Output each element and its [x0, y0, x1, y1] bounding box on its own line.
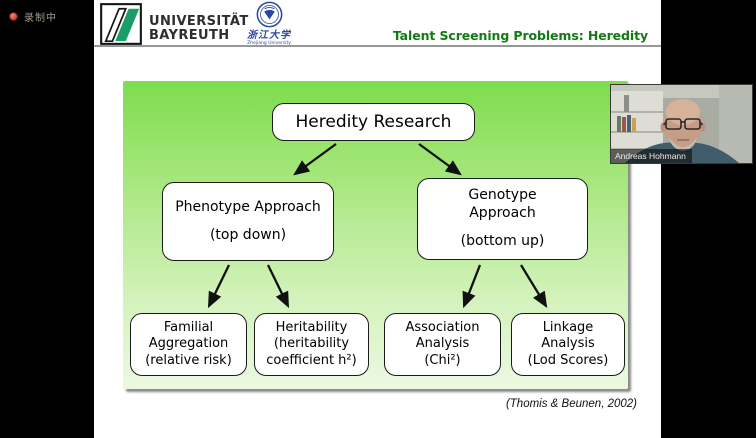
- recording-dot-icon: [9, 12, 18, 21]
- leaf-detail: (relative risk): [145, 352, 232, 368]
- branch-title: Phenotype Approach: [175, 198, 321, 215]
- zhejiang-university-logo: 浙江大学 Zhejiang University: [243, 1, 295, 47]
- leaf-detail: (heritability coefficient h²): [266, 336, 357, 368]
- slide-header: UNIVERSITÄT BAYREUTH 浙江大学 Zhejiang Unive…: [94, 0, 661, 47]
- node-root-label: Heredity Research: [295, 112, 452, 132]
- recording-label: 录制中: [24, 13, 57, 24]
- recording-indicator[interactable]: 录制中: [9, 9, 57, 24]
- university-bayreuth-logo-icon: [100, 3, 142, 45]
- node-heredity-research: Heredity Research: [272, 103, 475, 141]
- leaf-detail: (Lod Scores): [527, 352, 609, 368]
- branch-subtitle: (top down): [209, 227, 287, 243]
- flowchart-arrows: [207, 143, 548, 309]
- node-familial-aggregation: Familial Aggregation (relative risk): [130, 313, 247, 376]
- zhejiang-seal-icon: [256, 1, 282, 28]
- presentation-slide: UNIVERSITÄT BAYREUTH 浙江大学 Zhejiang Unive…: [94, 0, 661, 438]
- leaf-detail: (Chi²): [424, 352, 461, 368]
- zhejiang-chinese-name: 浙江大学: [247, 30, 291, 41]
- branch-subtitle: (bottom up): [460, 233, 545, 250]
- node-heritability: Heritability (heritability coefficient h…: [254, 313, 369, 376]
- node-phenotype-approach: Phenotype Approach (top down): [162, 182, 334, 261]
- node-association-analysis: Association Analysis (Chi²): [384, 313, 501, 376]
- university-bayreuth-wordmark: UNIVERSITÄT BAYREUTH: [149, 15, 249, 42]
- node-linkage-analysis: Linkage Analysis (Lod Scores): [511, 313, 625, 376]
- leaf-name: Association Analysis: [405, 319, 480, 352]
- leaf-name: Heritability: [275, 319, 348, 335]
- webcam-video-tile[interactable]: Andreas Hohmann: [610, 84, 753, 164]
- heredity-flowchart: Heredity Research Phenotype Approach (to…: [123, 81, 628, 389]
- ub-line2: BAYREUTH: [149, 27, 230, 43]
- branch-title: Genotype Approach: [468, 187, 537, 221]
- zhejiang-english-name: Zhejiang University: [247, 40, 291, 46]
- node-genotype-approach: Genotype Approach (bottom up): [417, 178, 588, 260]
- slide-title: Talent Screening Problems: Heredity: [392, 28, 648, 43]
- leaf-name: Familial Aggregation: [148, 319, 229, 352]
- ub-line1: UNIVERSITÄT: [149, 14, 249, 29]
- leaf-name: Linkage Analysis: [541, 319, 595, 352]
- citation: (Thomis & Beunen, 2002): [505, 398, 637, 410]
- participant-name-tag: Andreas Hohmann: [611, 148, 692, 163]
